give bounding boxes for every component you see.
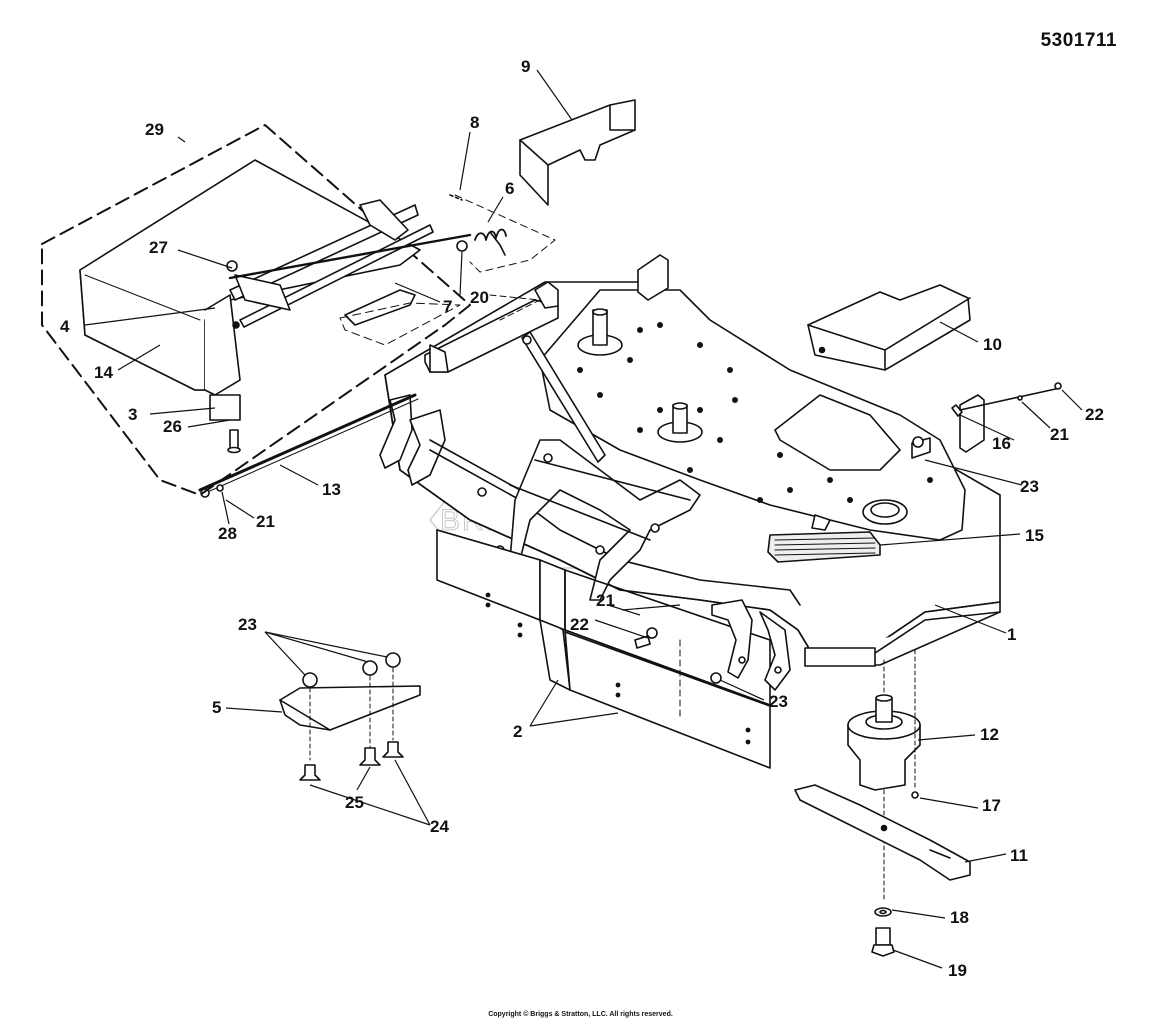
callout-7: 7 <box>443 297 452 316</box>
callout-12: 12 <box>980 725 999 744</box>
belt-cover-left <box>519 99 636 206</box>
callout-labels: 1 2 3 4 5 6 7 8 9 10 11 12 13 14 15 16 1… <box>60 57 1104 980</box>
front-hanger-brackets <box>711 599 791 691</box>
callout-1: 1 <box>1007 625 1016 644</box>
callout-22-center: 22 <box>570 615 589 634</box>
part-number: 5301711 <box>1040 30 1117 51</box>
rear-rod-hardware <box>951 382 1062 417</box>
callout-9: 9 <box>521 57 530 76</box>
callout-20: 20 <box>470 288 489 307</box>
misc-fasteners <box>227 429 722 721</box>
callout-6: 6 <box>505 179 514 198</box>
callout-16: 16 <box>992 434 1011 453</box>
callout-2: 2 <box>513 722 522 741</box>
copyright-notice: Copyright © Briggs & Stratton, LLC. All … <box>488 1011 673 1018</box>
hinge-spring <box>449 194 556 273</box>
callout-4: 4 <box>60 317 70 336</box>
callout-23-left: 23 <box>238 615 257 634</box>
leader-lines <box>84 69 1083 969</box>
callout-19: 19 <box>948 961 967 980</box>
callout-15: 15 <box>1025 526 1044 545</box>
discharge-chute-assembly <box>41 124 472 496</box>
callout-23: 23 <box>1020 477 1039 496</box>
spindle-assembly <box>847 649 921 901</box>
callout-3: 3 <box>128 405 137 424</box>
callout-13: 13 <box>322 480 341 499</box>
callout-22: 22 <box>1085 405 1104 424</box>
callout-5: 5 <box>212 698 221 717</box>
callout-28: 28 <box>218 524 237 543</box>
front-baffle-plates <box>436 529 771 769</box>
chute-mount-bracket <box>424 281 559 373</box>
callout-10: 10 <box>983 335 1002 354</box>
belt-cover-right <box>807 284 971 371</box>
callout-24: 24 <box>430 817 449 836</box>
callout-29: 29 <box>145 120 164 139</box>
callout-8: 8 <box>470 113 479 132</box>
callout-18: 18 <box>950 908 969 927</box>
callout-23-center: 23 <box>769 692 788 711</box>
blade-hardware <box>871 907 895 957</box>
callout-27: 27 <box>149 238 168 257</box>
lift-linkage <box>495 331 701 601</box>
mulch-bracket <box>279 652 421 781</box>
callout-14: 14 <box>94 363 113 382</box>
callout-17: 17 <box>982 796 1001 815</box>
callout-21-center: 21 <box>596 591 615 610</box>
callout-21-left: 21 <box>256 512 275 531</box>
callout-21: 21 <box>1050 425 1069 444</box>
callout-11: 11 <box>1010 846 1028 865</box>
deck-pad <box>767 514 881 563</box>
callout-25: 25 <box>345 793 364 812</box>
mower-blade <box>794 784 971 881</box>
callout-26: 26 <box>163 417 182 436</box>
